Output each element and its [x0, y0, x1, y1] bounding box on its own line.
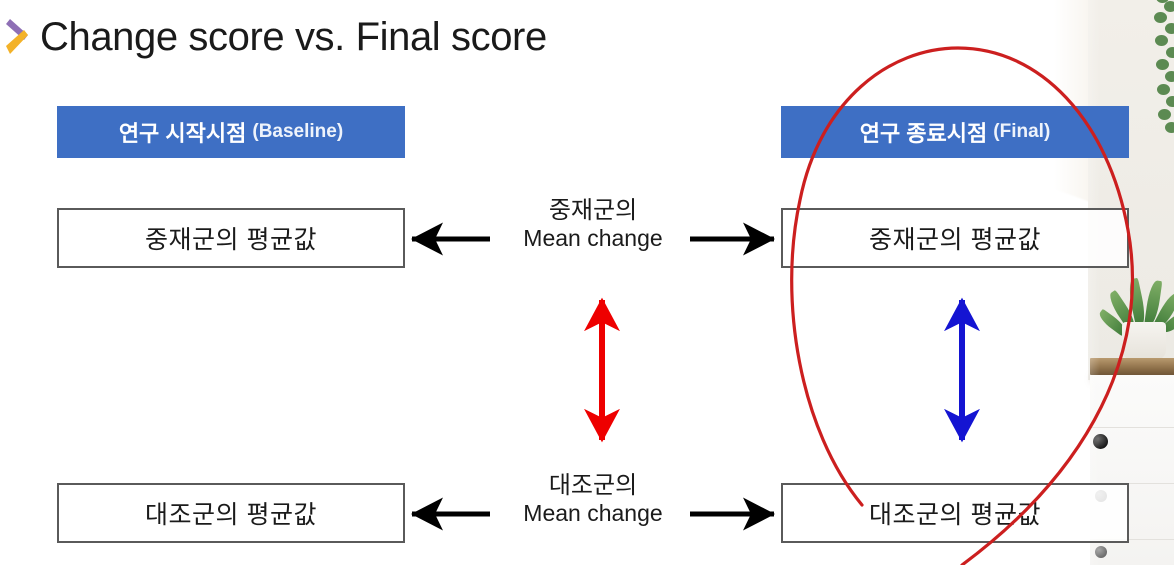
- photo-fade: [1054, 0, 1100, 565]
- label-intervention-mean-change: 중재군의 Mean change: [493, 197, 693, 251]
- header-final-en: (Final): [993, 121, 1051, 142]
- box-baseline-control-label: 대조군의 평균값: [145, 501, 317, 529]
- hanging-vine-icon: [1150, 0, 1174, 142]
- box-baseline-intervention-label: 중재군의 평균값: [145, 226, 317, 254]
- chevron-right-icon: [6, 19, 28, 54]
- header-final-ko: 연구 종료시점: [859, 121, 988, 146]
- header-baseline: 연구 시작시점 (Baseline): [57, 106, 405, 158]
- label-control-mean-change-en: Mean change: [523, 499, 663, 526]
- box-baseline-intervention: 중재군의 평균값: [57, 208, 405, 268]
- slide-title-row: Change score vs. Final score: [6, 14, 547, 60]
- header-baseline-en: (Baseline): [252, 121, 344, 142]
- label-control-mean-change-ko: 대조군의: [548, 472, 638, 499]
- wooden-shelf: [1090, 358, 1174, 375]
- box-final-control: 대조군의 평균값: [781, 483, 1129, 543]
- label-intervention-mean-change-en: Mean change: [523, 224, 663, 251]
- page-title: Change score vs. Final score: [40, 15, 547, 59]
- header-baseline-ko: 연구 시작시점: [118, 121, 247, 146]
- label-intervention-mean-change-ko: 중재군의: [548, 197, 638, 224]
- box-final-intervention-label: 중재군의 평균값: [869, 226, 1041, 254]
- shelf-plant-photo: [1054, 0, 1174, 565]
- box-final-control-label: 대조군의 평균값: [869, 501, 1041, 529]
- box-final-intervention: 중재군의 평균값: [781, 208, 1129, 268]
- box-baseline-control: 대조군의 평균값: [57, 483, 405, 543]
- label-control-mean-change: 대조군의 Mean change: [493, 472, 693, 526]
- header-final: 연구 종료시점 (Final): [781, 106, 1129, 158]
